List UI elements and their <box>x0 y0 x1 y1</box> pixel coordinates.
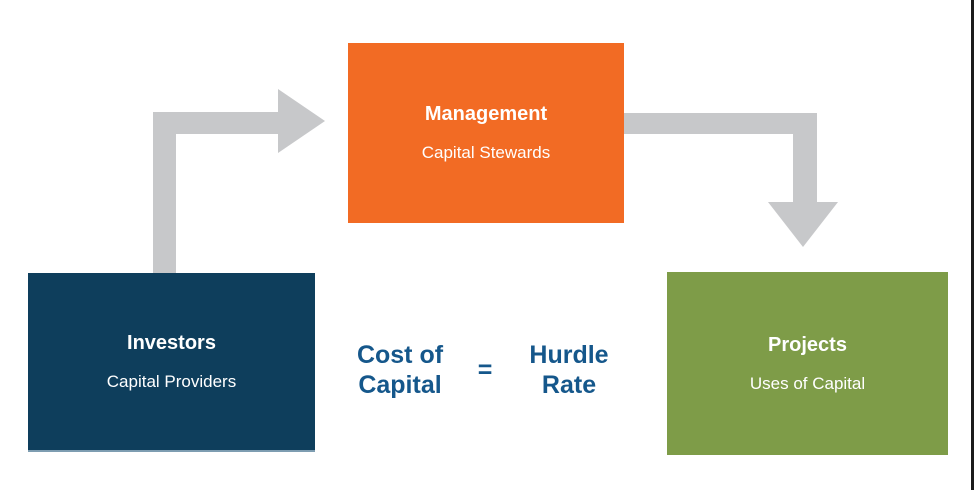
hurdle-rate-line2: Rate <box>541 371 597 399</box>
projects-node: Projects Uses of Capital <box>667 272 948 455</box>
hurdle-rate-label: Hurdle Rate <box>509 340 629 400</box>
management-title: Management <box>424 103 548 125</box>
management-subtitle: Capital Stewards <box>421 143 551 162</box>
page-edge-line <box>971 0 974 490</box>
arrow2-horizontal-segment <box>624 113 817 134</box>
projects-title: Projects <box>768 333 847 356</box>
arrow1-vertical-segment <box>153 112 176 273</box>
cost-of-capital-line1: Cost of <box>356 341 444 369</box>
cost-of-capital-label: Cost of Capital <box>340 340 460 400</box>
investors-subtitle: Capital Providers <box>106 371 237 391</box>
projects-subtitle: Uses of Capital <box>749 373 866 393</box>
equals-sign: = <box>477 356 493 384</box>
arrow2-down-arrowhead-icon <box>768 202 838 247</box>
management-node: Management Capital Stewards <box>348 43 624 223</box>
arrow1-right-arrowhead-icon <box>278 89 325 153</box>
hurdle-rate-line1: Hurdle <box>529 341 609 369</box>
arrow2-vertical-segment <box>793 113 817 202</box>
cost-of-capital-line2: Capital <box>358 371 442 399</box>
investors-title: Investors <box>127 331 216 354</box>
arrow1-horizontal-segment <box>153 112 278 134</box>
investors-node: Investors Capital Providers <box>28 273 315 452</box>
